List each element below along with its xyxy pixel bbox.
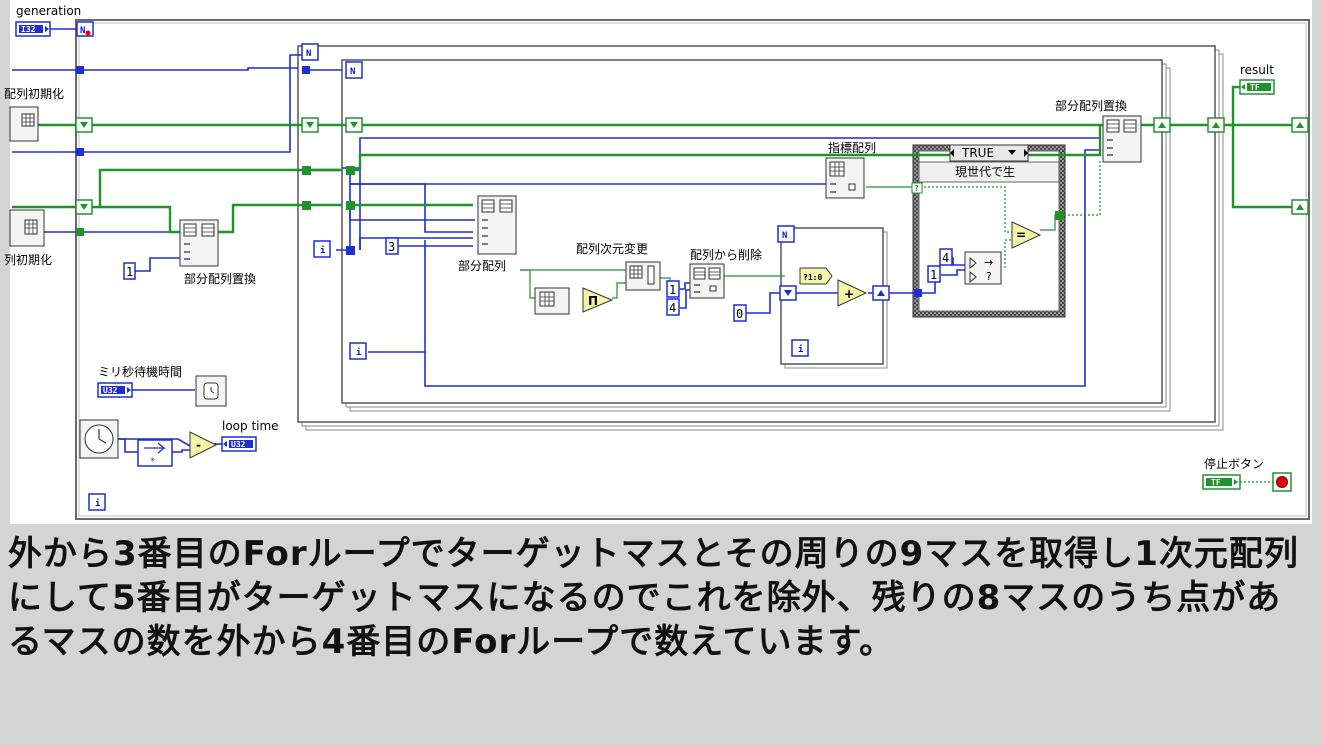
svg-text:→: → xyxy=(984,256,993,269)
loop-time-indicator[interactable]: U32 xyxy=(221,436,257,452)
constant-one-case[interactable]: 1 xyxy=(927,265,941,283)
for-loop-2-count-terminal[interactable]: N xyxy=(345,61,363,79)
svg-text:TF: TF xyxy=(1250,83,1260,92)
svg-text:i: i xyxy=(95,498,101,509)
constant-zero[interactable]: 0 xyxy=(733,304,747,322)
initialize-array-label-bottom: 列初期化 xyxy=(4,253,52,267)
svg-text:=: = xyxy=(1016,228,1026,242)
while-loop-frame[interactable] xyxy=(75,19,1310,520)
array-subset-label: 部分配列 xyxy=(458,258,506,273)
replace-subset-label-right: 部分配列置換 xyxy=(1055,98,1127,113)
svg-text:N: N xyxy=(306,49,311,59)
constant-three[interactable]: 3 xyxy=(385,237,399,255)
index-array-node[interactable] xyxy=(825,157,865,199)
for-loop-inner-iteration-terminal[interactable]: i xyxy=(791,339,809,357)
subtract-node[interactable]: - xyxy=(189,431,218,459)
case-dropdown-icon xyxy=(1008,150,1016,155)
svg-text:+: + xyxy=(844,287,854,301)
initialize-array-node-bottom[interactable] xyxy=(9,209,45,247)
svg-text:N: N xyxy=(782,231,787,241)
constant-four-case[interactable]: 4 xyxy=(939,248,953,266)
constant-one-delete[interactable]: 1 xyxy=(666,280,680,298)
svg-text:4: 4 xyxy=(669,301,676,315)
for-loop-inner-count-terminal[interactable]: N xyxy=(777,225,795,243)
svg-text:i: i xyxy=(356,347,362,358)
constant-one-left[interactable]: 1 xyxy=(123,262,136,280)
for-loop-1-count-terminal[interactable]: N xyxy=(301,43,319,61)
stop-condition-terminal[interactable] xyxy=(1272,472,1292,492)
generation-control[interactable]: I32 xyxy=(15,21,51,37)
result-indicator[interactable]: TF xyxy=(1239,79,1275,95)
for-loop-2-iteration-terminal[interactable]: i xyxy=(349,342,367,360)
svg-text:1: 1 xyxy=(126,265,133,279)
wait-ms-label: ミリ秒待機時間 xyxy=(98,364,182,379)
for-loop-frame-2[interactable] xyxy=(341,59,1171,412)
generation-count-terminal[interactable]: N xyxy=(76,21,94,37)
initialize-array-label-top: 配列初期化 xyxy=(4,87,64,101)
constant-four-delete[interactable]: 4 xyxy=(666,298,680,316)
delete-from-array-node[interactable] xyxy=(689,263,725,299)
initialize-array-node-top[interactable] xyxy=(9,106,39,142)
generation-label: generation xyxy=(16,4,81,18)
shift-register-right[interactable] xyxy=(779,117,1309,301)
array-subset-node[interactable] xyxy=(477,195,517,255)
svg-text:i: i xyxy=(798,344,804,355)
svg-text:-: - xyxy=(196,438,201,452)
svg-text:N: N xyxy=(350,67,355,77)
svg-text:I32: I32 xyxy=(21,25,36,34)
delete-label: 配列から削除 xyxy=(690,247,762,262)
case-selector-terminal[interactable]: ? xyxy=(911,182,923,194)
svg-text:N: N xyxy=(80,26,85,36)
replace-array-subset-node-right[interactable] xyxy=(1102,115,1142,163)
reshape-array-node[interactable] xyxy=(625,261,661,291)
svg-text:?1:0: ?1:0 xyxy=(803,273,822,282)
svg-text:?: ? xyxy=(914,184,919,193)
index-array-label: 指標配列 xyxy=(828,140,876,155)
svg-text:Π: Π xyxy=(588,294,598,308)
wait-ms-control[interactable]: U32 xyxy=(97,382,133,398)
svg-text:U32: U32 xyxy=(103,386,118,395)
nodes: Π ?1:0 + xyxy=(9,106,1142,467)
wait-ms-node[interactable] xyxy=(195,375,227,407)
svg-text:3: 3 xyxy=(388,240,395,254)
for-loop-1-iteration-terminal[interactable]: i xyxy=(313,240,331,258)
svg-text:1: 1 xyxy=(669,283,676,297)
svg-text:U32: U32 xyxy=(231,440,246,449)
result-label: result xyxy=(1240,63,1274,77)
shift-register-left[interactable] xyxy=(75,117,363,215)
svg-text:i: i xyxy=(320,245,326,256)
array-size-node[interactable] xyxy=(534,287,570,315)
svg-text:?: ? xyxy=(986,270,992,283)
multiply-array-elements-node[interactable]: Π xyxy=(582,287,614,313)
boolean-to-number-node[interactable]: ?1:0 xyxy=(799,267,833,285)
tick-count-node[interactable] xyxy=(79,419,119,459)
terminals: N N N N i i i i xyxy=(75,21,1309,511)
equal-node[interactable]: = xyxy=(1011,221,1042,249)
wires xyxy=(12,54,1300,483)
svg-text:TF: TF xyxy=(1211,478,1221,487)
stop-button-control[interactable]: TF xyxy=(1202,474,1241,490)
svg-text:4: 4 xyxy=(942,251,949,265)
replace-array-subset-node-left[interactable] xyxy=(179,219,219,267)
stop-button-label: 停止ボタン xyxy=(1204,456,1264,471)
caption-text: 外から3番目のForループでターゲットマスとその周りの9マスを取得し1次元配列に… xyxy=(8,534,1299,662)
replace-subset-label-left: 部分配列置換 xyxy=(184,271,256,286)
add-node[interactable]: + xyxy=(837,279,868,307)
case-label: 現世代で生 xyxy=(955,165,1015,179)
select-node[interactable]: → ? xyxy=(964,251,1002,285)
case-selector[interactable]: TRUE xyxy=(949,144,1029,162)
svg-text:1: 1 xyxy=(930,268,937,282)
svg-text:✳: ✳ xyxy=(150,455,156,465)
svg-text:TRUE: TRUE xyxy=(961,146,994,160)
while-loop-iteration-terminal[interactable]: i xyxy=(88,493,106,511)
loop-time-label: loop time xyxy=(222,419,279,433)
svg-text:0: 0 xyxy=(736,307,743,321)
feedback-node[interactable]: ✳ xyxy=(137,439,173,467)
reshape-label: 配列次元変更 xyxy=(576,241,648,256)
